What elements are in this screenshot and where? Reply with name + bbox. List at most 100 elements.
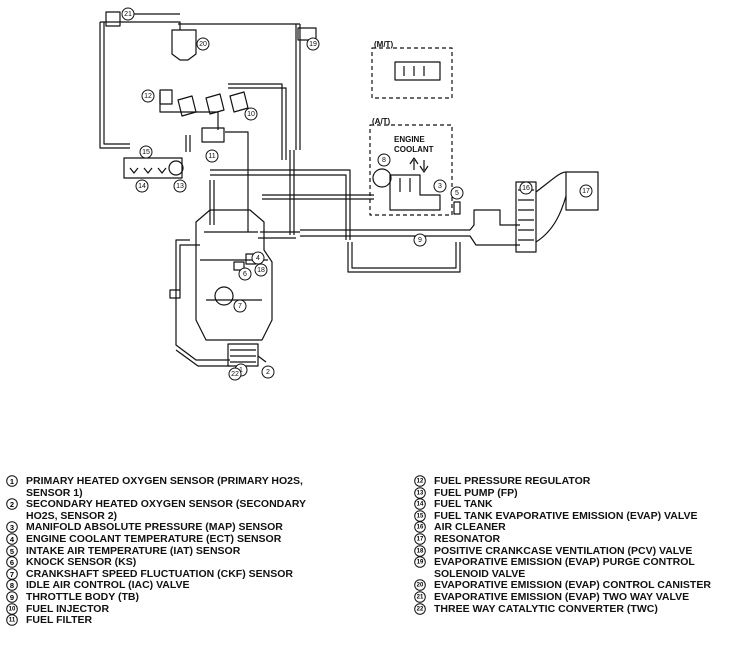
legend-text: THROTTLE BODY (TB): [26, 590, 139, 603]
legend-text: SENSOR 1): [26, 486, 83, 499]
svg-text:5: 5: [10, 546, 14, 555]
callout-number-9: 9: [418, 237, 422, 244]
legend-circle-icon: 14: [414, 498, 426, 510]
legend-circle-icon: 11: [6, 614, 18, 626]
legend-item-11: 11 FUEL FILTER: [6, 614, 306, 627]
svg-text:6: 6: [10, 558, 14, 567]
legend-circle-icon: 12: [414, 475, 426, 487]
legend-text: EVAPORATIVE EMISSION (EVAP) TWO WAY VALV…: [434, 590, 690, 603]
fuel-tank: [123, 157, 183, 179]
legend-item-2-cont: HO2S, SENSOR 2): [6, 509, 306, 523]
evap-line-left: [99, 22, 130, 149]
svg-text:9: 9: [10, 593, 14, 602]
legend-text: PRIMARY HEATED OXYGEN SENSOR (PRIMARY HO…: [26, 475, 303, 487]
callout-number-8: 8: [382, 157, 386, 164]
callout-number-21: 21: [124, 11, 132, 18]
legend-number-20: 20: [414, 579, 426, 592]
svg-text:8: 8: [10, 581, 14, 590]
callout-number-10: 10: [247, 111, 255, 118]
callout-number-17: 17: [582, 188, 590, 195]
air-duct: [300, 209, 520, 246]
svg-text:19: 19: [417, 560, 424, 566]
legend-circle-icon: 15: [414, 509, 426, 522]
legend-number-14: 14: [414, 498, 426, 510]
svg-text:20: 20: [417, 583, 424, 589]
engine-label: ENGINE: [394, 135, 425, 144]
resonator: [565, 171, 599, 211]
legend-indent: [414, 568, 426, 580]
svg-text:15: 15: [417, 513, 424, 519]
callout-number-19: 19: [309, 41, 317, 48]
legend-text: IDLE AIR CONTROL (IAC) VALVE: [26, 579, 190, 592]
callout-number-6: 6: [243, 271, 247, 278]
engine-coolant-arrows: [409, 157, 429, 173]
legend-number-12: 12: [414, 475, 426, 487]
callout-number-2: 2: [266, 369, 270, 376]
svg-text:13: 13: [417, 490, 424, 496]
purge-line: [228, 83, 295, 235]
legend-text: THREE WAY CATALYTIC CONVERTER (TWC): [434, 602, 658, 615]
callout-circle-6: [238, 267, 252, 281]
callout-circle-10: [244, 107, 258, 121]
callout-number-3: 3: [438, 183, 442, 190]
legend-circle-icon: 10: [6, 602, 18, 615]
legend-item-9: 9 THROTTLE BODY (TB): [6, 590, 306, 604]
callout-number-4: 4: [256, 255, 260, 262]
fuel-tank-evap-valve: [129, 167, 167, 174]
purge-solenoid: [297, 27, 317, 41]
callout-circle-13: [173, 179, 187, 193]
callout-number-11: 11: [208, 153, 215, 160]
legend-text: AIR CLEANER: [434, 521, 506, 534]
fuel-pump: [168, 160, 184, 176]
legend-text: FUEL FILTER: [26, 614, 93, 627]
legend-item-16: 16 AIR CLEANER: [414, 521, 711, 534]
mt-throttle: [394, 61, 441, 81]
legend-number-4: 4: [6, 533, 18, 545]
svg-text:11: 11: [9, 618, 16, 624]
legend-number-9: 9: [6, 591, 18, 603]
legend-number-13: 13: [414, 486, 426, 499]
legend-circle-icon: 20: [414, 579, 426, 592]
legend-number-22: 22: [414, 602, 426, 615]
svg-text:12: 12: [417, 478, 424, 484]
legend-indent: [6, 487, 18, 499]
callout-number-15: 15: [142, 149, 150, 156]
legend-circle-icon: 16: [414, 521, 426, 534]
svg-text:2: 2: [10, 500, 14, 509]
legend-circle-icon: 8: [6, 579, 18, 592]
legend-left-column: 1 PRIMARY HEATED OXYGEN SENSOR (PRIMARY H…: [6, 475, 306, 627]
coolant-label: COOLANT: [394, 145, 434, 154]
callout-circle-11: [205, 149, 219, 163]
callout-circle-7: [233, 299, 247, 313]
crank-sensor: [214, 286, 234, 306]
legend-indent: [6, 510, 18, 522]
legend-circle-icon: 1: [6, 475, 18, 487]
legend-text: EVAPORATIVE EMISSION (EVAP) PURGE CONTRO…: [434, 556, 695, 569]
o2-sensor-primary: [169, 289, 181, 299]
legend-text: RESONATOR: [434, 532, 501, 545]
legend-text: HO2S, SENSOR 2): [26, 509, 118, 522]
callout-number-7: 7: [238, 303, 242, 310]
mt-label: (M/T): [374, 40, 393, 49]
legend-number-16: 16: [414, 521, 426, 534]
evap-line-top: [100, 13, 301, 150]
callout-number-13: 13: [176, 183, 184, 190]
legend-number-8: 8: [6, 579, 18, 592]
legend-circle-icon: 7: [6, 567, 18, 580]
legend-number-10: 10: [6, 602, 18, 615]
catalytic-converter: [227, 343, 259, 367]
legend-circle-icon: 9: [6, 591, 18, 603]
legend-item-1: 1 PRIMARY HEATED OXYGEN SENSOR (PRIMARY H…: [6, 475, 306, 488]
callout-number-20: 20: [199, 41, 207, 48]
legend-number-1: 1: [6, 475, 18, 487]
